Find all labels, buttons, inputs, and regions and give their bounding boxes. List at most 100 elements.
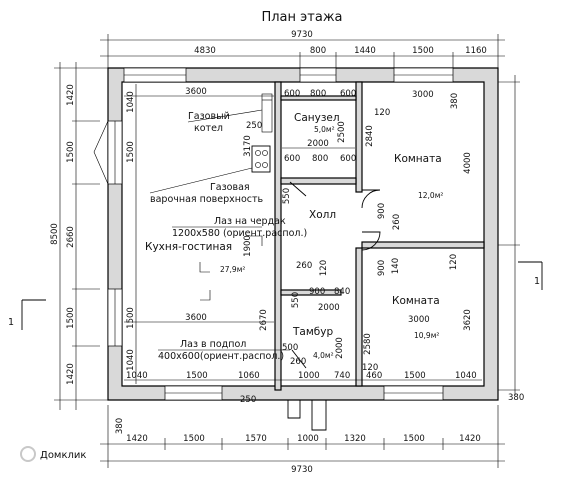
dim-room1-right: 380 (450, 93, 460, 109)
dim-k-250b: 250 (240, 395, 256, 405)
top-dim-2: 800 (310, 46, 326, 56)
dim-hall-f: 120 (319, 260, 329, 276)
overall-depth-left: 8500 (50, 223, 60, 245)
stove (251, 145, 271, 173)
notes: Газовый котел Газовая варочная поверхнос… (149, 109, 307, 362)
hall-name: Холл (309, 209, 336, 221)
fixtures (199, 93, 273, 301)
dim-boiler-h: 1900 (243, 235, 253, 257)
room1-area: 12,0м² (418, 191, 443, 200)
left-dim-2: 1500 (66, 141, 76, 163)
top-dim-4: 1500 (412, 46, 434, 56)
bottom-dim-5: 1320 (344, 434, 366, 444)
room1-name: Комната (394, 153, 442, 165)
inner-dimensions: 3600 3600 1040 1500 1500 1040 2670 250 2… (115, 84, 524, 434)
dim-bath-bot-a: 600 (284, 154, 300, 164)
left-dim-1: 1420 (66, 84, 76, 106)
dim-kitchen-bottom: 3600 (185, 313, 207, 323)
dim-tam-e: 500 (282, 343, 298, 353)
dim-bath-top-b: 800 (310, 89, 326, 99)
attic-note-2: 1200х580 (ориент.распол.) (172, 228, 307, 239)
bottom-dim-2: 1500 (183, 434, 205, 444)
top-dim-1: 4830 (194, 46, 216, 56)
dim-hall-e: 900 (377, 260, 387, 276)
tambur-area: 4,0м² (313, 351, 334, 360)
dim-room1-top: 3000 (412, 90, 434, 100)
dim-r2-260: 260 (392, 214, 402, 230)
windows (93, 67, 454, 401)
dim-bath-bot-c: 600 (340, 154, 356, 164)
bottom-dim-3: 1570 (245, 434, 267, 444)
right-dim-1: 4000 (463, 152, 473, 174)
dim-bot-1500b: 1500 (404, 371, 426, 381)
bottom-dimensions: 1420 1500 1570 1000 1320 1500 1420 9730 (100, 405, 505, 475)
room2-area: 10,9м² (414, 331, 439, 340)
dim-tam-a: 900 (309, 287, 325, 297)
dim-tam-c: 550 (291, 292, 301, 308)
watermark: Домклик (20, 446, 86, 462)
dim-bot-1040a: 1040 (126, 371, 148, 381)
bottom-dim-4: 1000 (297, 434, 319, 444)
section-marks: 1 1 (8, 261, 543, 330)
top-dim-5: 1160 (465, 46, 487, 56)
dim-stove-h: 3170 (243, 135, 253, 157)
boiler (261, 93, 273, 133)
room-labels: Кухня-гостиная 27,9м² Санузел 5,0м² Холл… (145, 112, 443, 360)
left-dim-4: 1500 (66, 307, 76, 329)
bath-area: 5,0м² (314, 125, 335, 134)
dim-room1-h: 2840 (365, 125, 375, 147)
dim-bot-740: 740 (334, 371, 350, 381)
doors (287, 181, 381, 431)
interior-walls (274, 81, 485, 391)
dim-kitchen-top: 3600 (185, 87, 207, 97)
dim-bot-1060: 1060 (238, 371, 260, 381)
dim-k-left-mid1: 1500 (126, 141, 136, 163)
tambur-name: Тамбур (292, 326, 333, 338)
top-dimensions: 9730 4830 800 1440 1500 1160 (100, 30, 505, 68)
dim-r2-120c: 120 (362, 363, 378, 373)
left-dim-3: 2660 (66, 226, 76, 248)
dim-bot-1000: 1000 (298, 371, 320, 381)
boiler-note-1: Газовый (188, 111, 230, 122)
watermark-text: Домклик (40, 450, 86, 461)
dim-r2-120b: 120 (449, 254, 459, 270)
dim-bath-mid: 2000 (307, 139, 329, 149)
dim-tam-f: 260 (290, 357, 306, 367)
overall-width-top: 9730 (291, 30, 313, 40)
section-mark-left: 1 (8, 317, 14, 328)
dim-k-2670: 2670 (259, 309, 269, 331)
dim-tam-g: 2000 (335, 337, 345, 359)
cellar-note-1: Лаз в подпол (180, 339, 246, 350)
dim-tam-b: 840 (334, 287, 350, 297)
dim-corner-380b: 380 (508, 393, 524, 403)
boiler-note-2: котел (194, 123, 223, 134)
bath-name: Санузел (294, 112, 340, 124)
bottom-dim-1: 1420 (126, 434, 148, 444)
dim-bath-height: 2500 (337, 121, 347, 143)
dim-r2-120a: 120 (374, 108, 390, 118)
left-dimensions: 8500 1420 1500 2660 1500 1420 (50, 62, 108, 410)
dim-room2-top: 3000 (408, 315, 430, 325)
dim-bath-bot-b: 800 (312, 154, 328, 164)
left-dim-5: 1420 (66, 363, 76, 385)
room2-name: Комната (392, 295, 440, 307)
dim-bot-1500a: 1500 (186, 371, 208, 381)
attic-note-1: Лаз на чердак (214, 216, 286, 227)
bottom-dim-6: 1500 (403, 434, 425, 444)
dim-bath-top-c: 600 (340, 89, 356, 99)
dim-hall-c: 900 (377, 203, 387, 219)
dim-bot-1040b: 1040 (455, 371, 477, 381)
kitchen-area: 27,9м² (220, 265, 245, 274)
kitchen-name: Кухня-гостиная (145, 241, 232, 253)
dim-bot-460: 460 (366, 371, 382, 381)
dim-hall-a: 550 (282, 188, 292, 204)
stove-note-1: Газовая (210, 182, 250, 193)
dim-hall-b: 260 (296, 261, 312, 271)
top-dim-3: 1440 (354, 46, 376, 56)
dim-bath-top-a: 600 (284, 89, 300, 99)
dim-tam-d: 2000 (318, 303, 340, 313)
bottom-dim-7: 1420 (459, 434, 481, 444)
overall-width-bottom: 9730 (291, 465, 313, 475)
dim-corner-380a: 380 (115, 418, 125, 434)
